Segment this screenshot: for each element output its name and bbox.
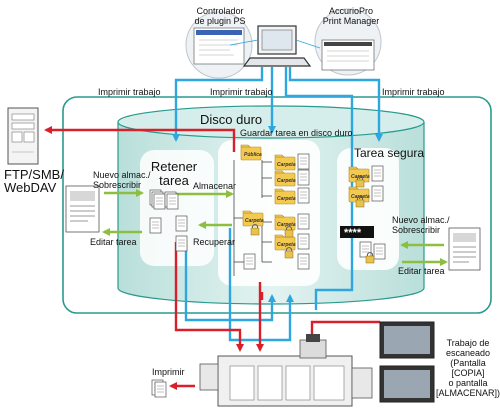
recover-label: Recuperar bbox=[193, 237, 236, 247]
red-flow-arrows bbox=[44, 126, 380, 390]
green-flow-arrows bbox=[102, 189, 448, 266]
scan-screens-icon bbox=[379, 321, 435, 403]
public-folder-tag: Pública bbox=[244, 152, 262, 158]
box-tree bbox=[233, 160, 272, 276]
retain-job-title: Retener tarea bbox=[150, 159, 198, 188]
print-job-label-left: Imprimir trabajo bbox=[98, 87, 161, 97]
document-right-icon bbox=[448, 227, 481, 271]
secure-edit-label: Editar tarea bbox=[398, 266, 445, 276]
system-frame bbox=[62, 96, 492, 314]
secure-job-title: Tarea segura bbox=[354, 146, 425, 160]
secure-new-store-label: Nuevo almac./ Sobrescribir bbox=[392, 215, 450, 235]
document-left-icon bbox=[65, 185, 100, 233]
password-mask: **** bbox=[344, 227, 362, 239]
pc-print-manager-icon bbox=[314, 8, 382, 76]
print-job-label-right: Imprimir trabajo bbox=[382, 87, 445, 97]
save-to-hdd-label: Guardar tarea en disco duro bbox=[240, 128, 353, 138]
print-job-label-center: Imprimir trabajo bbox=[210, 87, 273, 97]
retain-new-store-label: Nuevo almac./ Sobrescribir bbox=[93, 170, 151, 190]
scan-job-label: Trabajo de escaneado (Pantalla [COPIA] o… bbox=[436, 338, 500, 398]
store-label: Almacenar bbox=[193, 181, 237, 191]
plugin-controller-label: Controlador de plugin PS bbox=[194, 6, 246, 26]
hdd-title: Disco duro bbox=[200, 112, 263, 127]
printed-output-icon bbox=[151, 379, 167, 398]
server-protocols-label: FTP/SMB/ WebDAV bbox=[4, 167, 64, 195]
mfp-machine-icon bbox=[199, 334, 373, 407]
server-icon bbox=[7, 107, 39, 165]
print-manager-label: AccurioPro Print Manager bbox=[322, 6, 380, 26]
retain-edit-label: Editar tarea bbox=[90, 237, 137, 247]
box-folders: Pública bbox=[240, 144, 310, 270]
client-computer-icon bbox=[229, 25, 321, 67]
blue-flow-arrows bbox=[172, 67, 383, 342]
password-box bbox=[340, 226, 374, 238]
pc-plugin-controller-icon bbox=[185, 11, 253, 79]
print-label: Imprimir bbox=[152, 367, 185, 377]
